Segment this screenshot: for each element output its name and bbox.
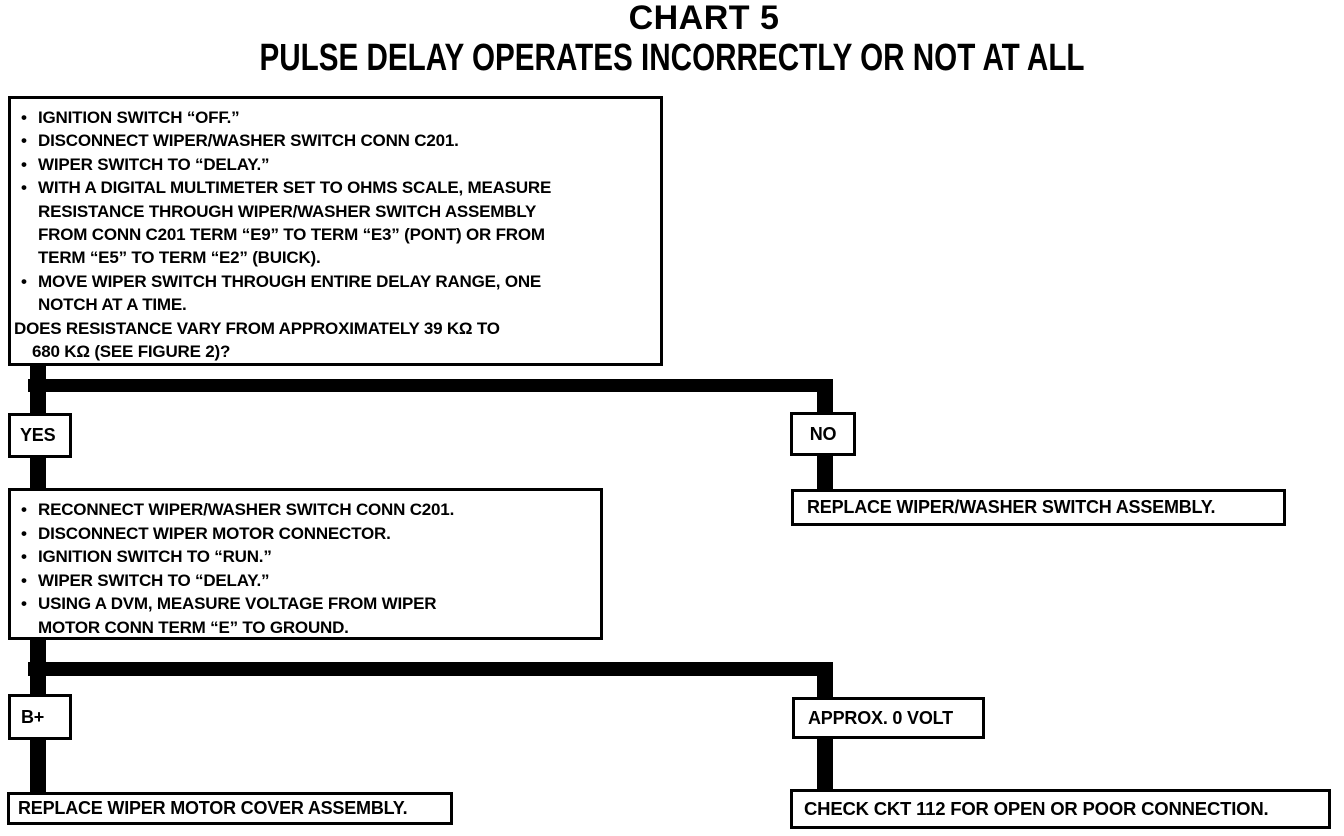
instruction-bullet: DISCONNECT WIPER/WASHER SWITCH CONN C201… <box>11 129 660 152</box>
connector-step1-to-yes <box>30 390 46 415</box>
yes-branch-box: YES <box>8 413 72 458</box>
question-continuation: 680 KΩ (SEE FIGURE 2)? <box>32 342 231 362</box>
connector-step1-bus <box>28 379 833 392</box>
instruction-bullet: USING A DVM, MEASURE VOLTAGE FROM WIPER <box>11 592 600 616</box>
bplus-branch-box: B+ <box>8 694 72 740</box>
instruction-continuation: FROM CONN C201 TERM “E9” TO TERM “E3” (P… <box>38 225 545 245</box>
instruction-continuation: MOTOR CONN TERM “E” TO GROUND. <box>38 617 349 637</box>
chart-title: CHART 5 <box>628 0 780 37</box>
instruction-continuation: RESISTANCE THROUGH WIPER/WASHER SWITCH A… <box>38 201 537 221</box>
connector-no-to-action <box>817 454 833 491</box>
instruction-bullet: IGNITION SWITCH “OFF.” <box>11 106 660 129</box>
instruction-bullet: WIPER SWITCH TO “DELAY.” <box>11 569 600 593</box>
instruction-bullet: RECONNECT WIPER/WASHER SWITCH CONN C201. <box>11 498 600 522</box>
connector-step2-to-bplus <box>30 674 46 696</box>
instruction-continuation: TERM “E5” TO TERM “E2” (BUICK). <box>38 248 321 268</box>
connector-step2-bus <box>28 662 833 676</box>
action-replace-switch-label: REPLACE WIPER/WASHER SWITCH ASSEMBLY. <box>807 497 1216 517</box>
connector-yes-to-step2 <box>30 456 46 490</box>
instruction-bullet: IGNITION SWITCH TO “RUN.” <box>11 545 600 569</box>
instruction-bullet: WIPER SWITCH TO “DELAY.” <box>11 153 660 176</box>
approx-0volt-label: APPROX. 0 VOLT <box>808 707 953 728</box>
step2-instructions-box: RECONNECT WIPER/WASHER SWITCH CONN C201.… <box>8 488 603 640</box>
connector-step2-stub <box>30 638 46 664</box>
no-label: NO <box>809 423 837 444</box>
instruction-bullet: MOVE WIPER SWITCH THROUGH ENTIRE DELAY R… <box>11 270 660 293</box>
step1-instructions-box: IGNITION SWITCH “OFF.” DISCONNECT WIPER/… <box>8 96 663 366</box>
question-line: DOES RESISTANCE VARY FROM APPROXIMATELY … <box>14 318 500 338</box>
no-branch-box: NO <box>790 412 856 456</box>
bplus-label: B+ <box>21 706 45 727</box>
action-check-ckt112-box: CHECK CKT 112 FOR OPEN OR POOR CONNECTIO… <box>790 789 1331 829</box>
connector-step2-to-approx <box>817 674 833 699</box>
connector-step1-to-no <box>817 390 833 414</box>
yes-label: YES <box>20 425 56 445</box>
instruction-continuation: NOTCH AT A TIME. <box>38 295 187 315</box>
action-replace-switch-box: REPLACE WIPER/WASHER SWITCH ASSEMBLY. <box>791 489 1286 526</box>
action-replace-cover-label: REPLACE WIPER MOTOR COVER ASSEMBLY. <box>18 798 408 818</box>
connector-approx-to-action <box>817 737 833 791</box>
chart-subtitle: PULSE DELAY OPERATES INCORRECTLY OR NOT … <box>259 37 1085 79</box>
action-check-ckt112-label: CHECK CKT 112 FOR OPEN OR POOR CONNECTIO… <box>804 798 1269 819</box>
approx-0volt-branch-box: APPROX. 0 VOLT <box>792 697 985 739</box>
connector-step1-stub <box>30 363 46 381</box>
instruction-bullet: WITH A DIGITAL MULTIMETER SET TO OHMS SC… <box>11 176 660 199</box>
action-replace-cover-box: REPLACE WIPER MOTOR COVER ASSEMBLY. <box>7 792 453 825</box>
connector-bplus-to-action <box>30 738 46 794</box>
instruction-bullet: DISCONNECT WIPER MOTOR CONNECTOR. <box>11 522 600 546</box>
